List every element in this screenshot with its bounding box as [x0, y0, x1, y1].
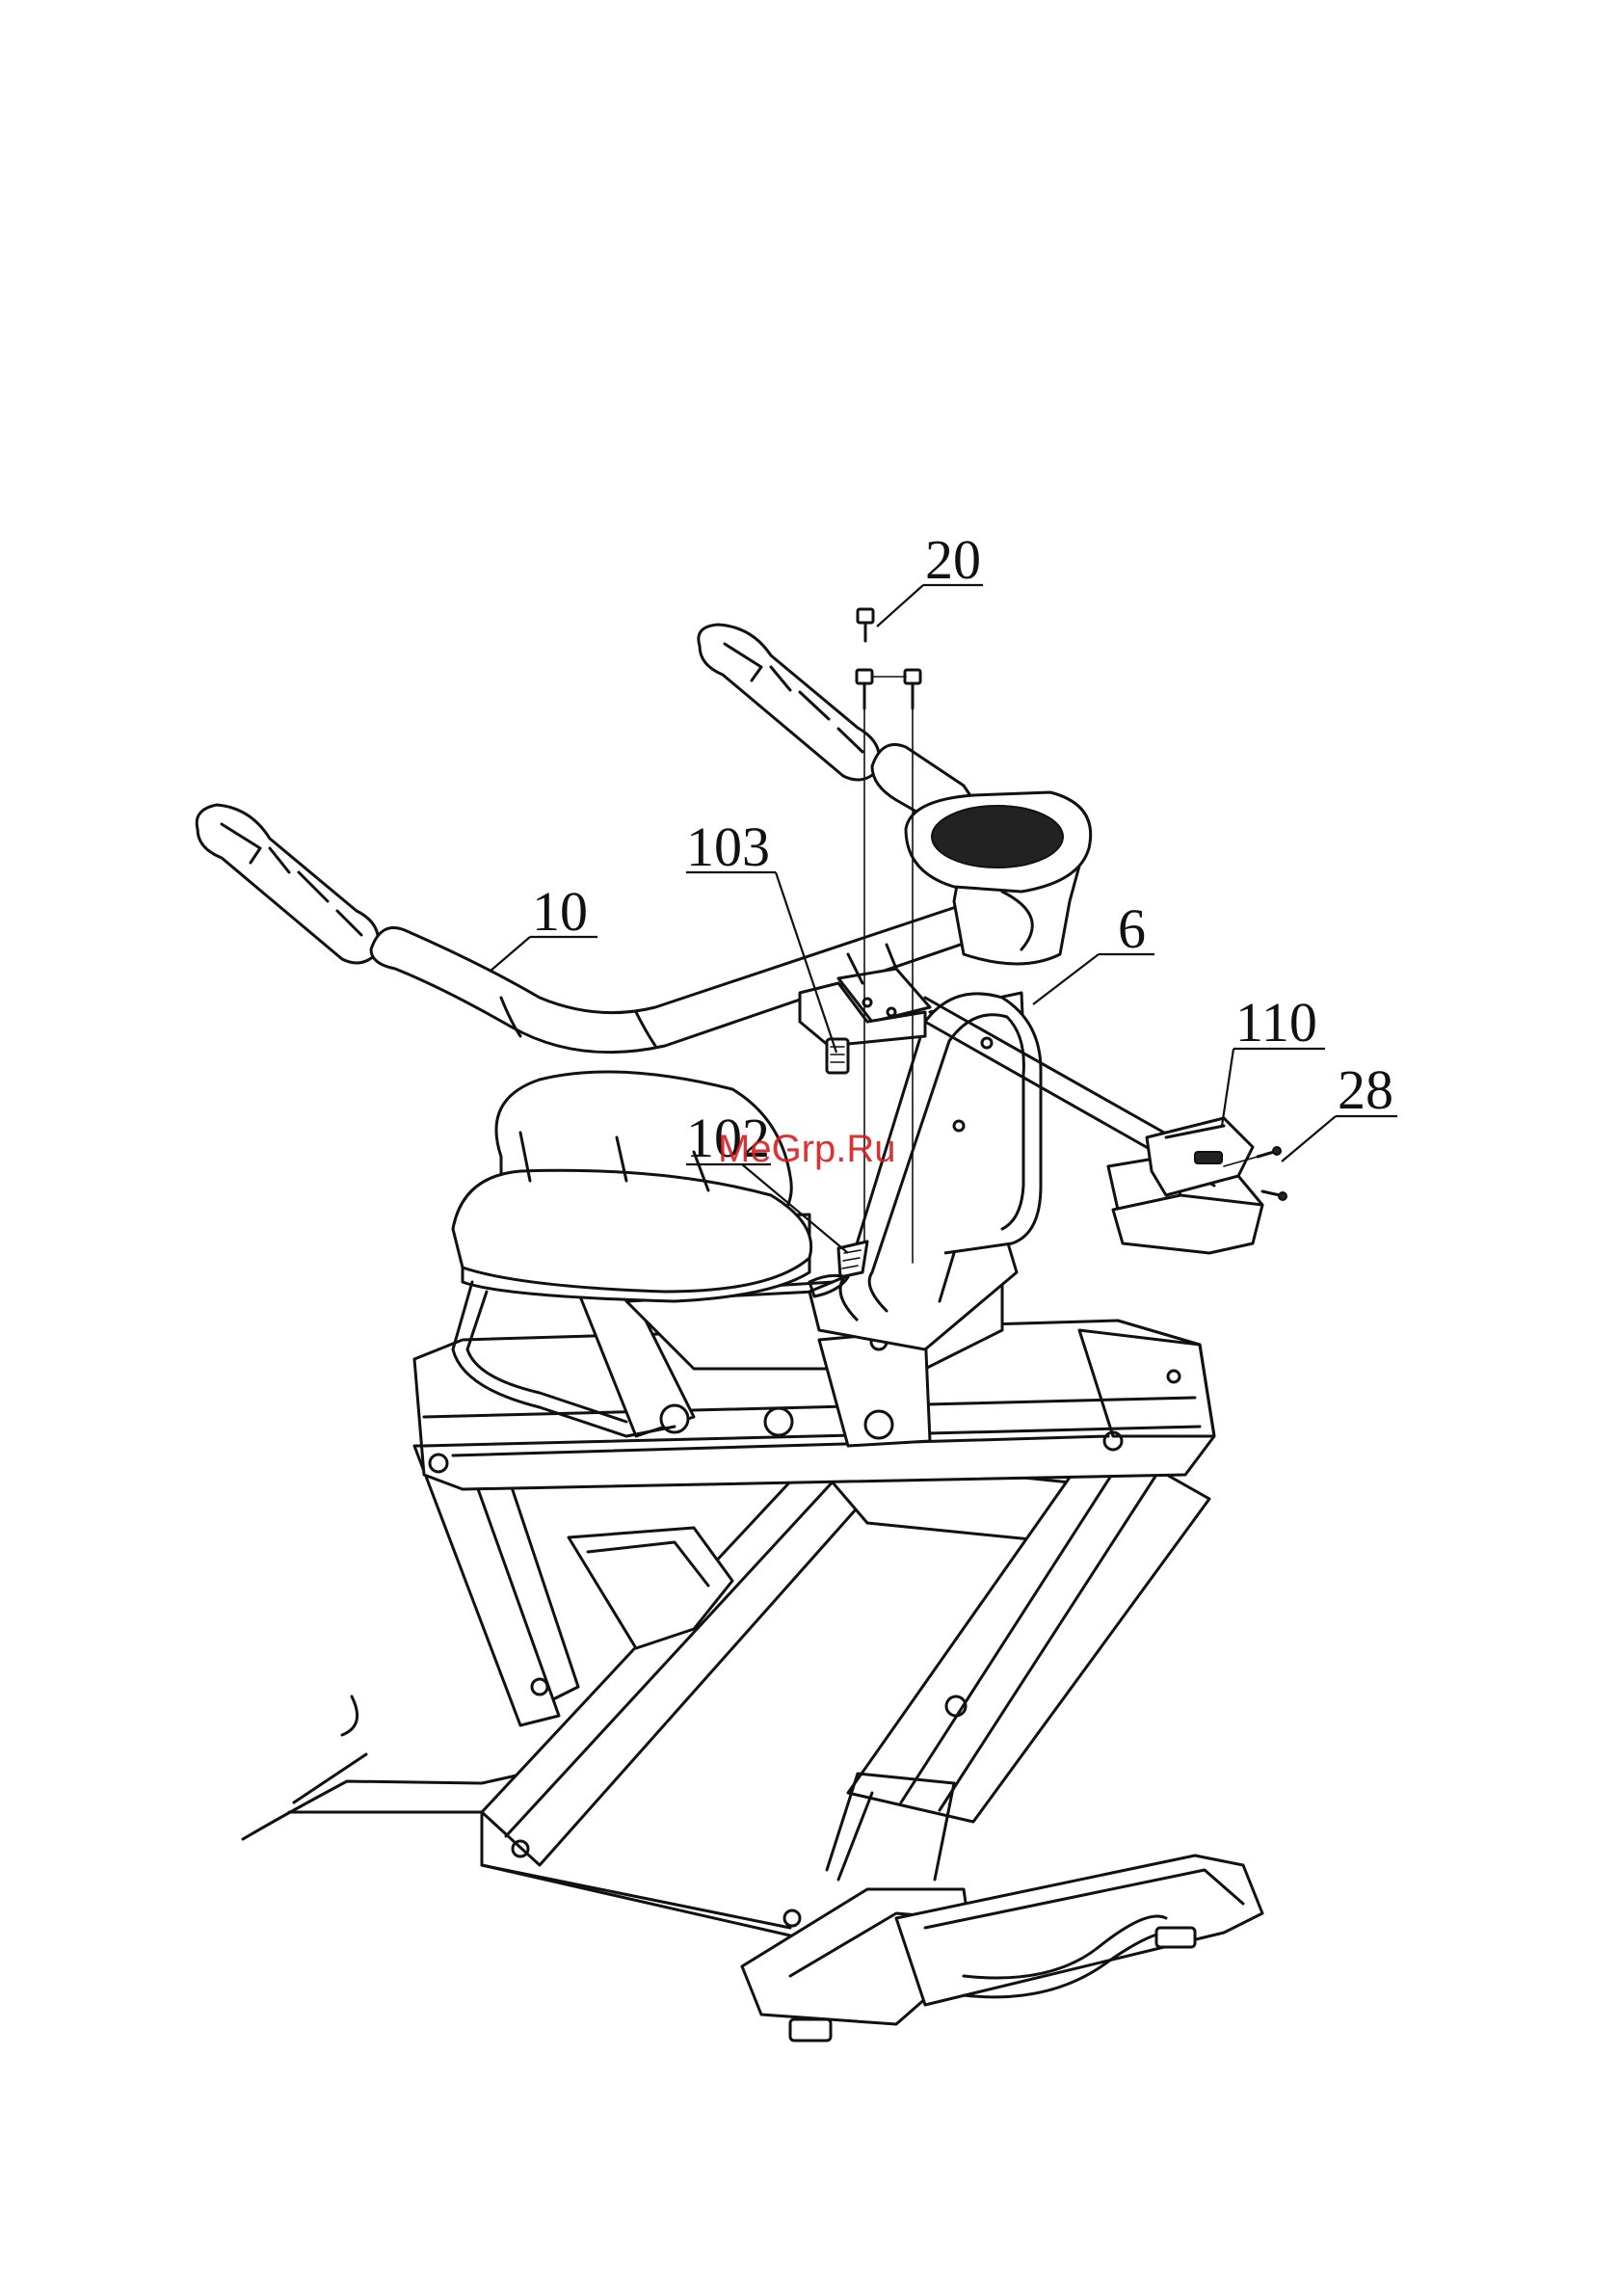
svg-text:20: 20	[925, 528, 981, 591]
watermark: MeGrp.Ru	[718, 1128, 896, 1170]
callout-10: 10	[490, 880, 597, 972]
callout-110: 110	[1222, 991, 1325, 1126]
base-frame	[243, 1436, 1262, 2041]
svg-text:6: 6	[1118, 897, 1146, 960]
svg-text:110: 110	[1235, 991, 1317, 1054]
svg-text:28: 28	[1338, 1058, 1393, 1121]
svg-text:10: 10	[532, 880, 588, 943]
svg-text:103: 103	[686, 815, 770, 878]
callout-20: 20	[877, 528, 983, 627]
callout-28: 28	[1282, 1058, 1397, 1161]
